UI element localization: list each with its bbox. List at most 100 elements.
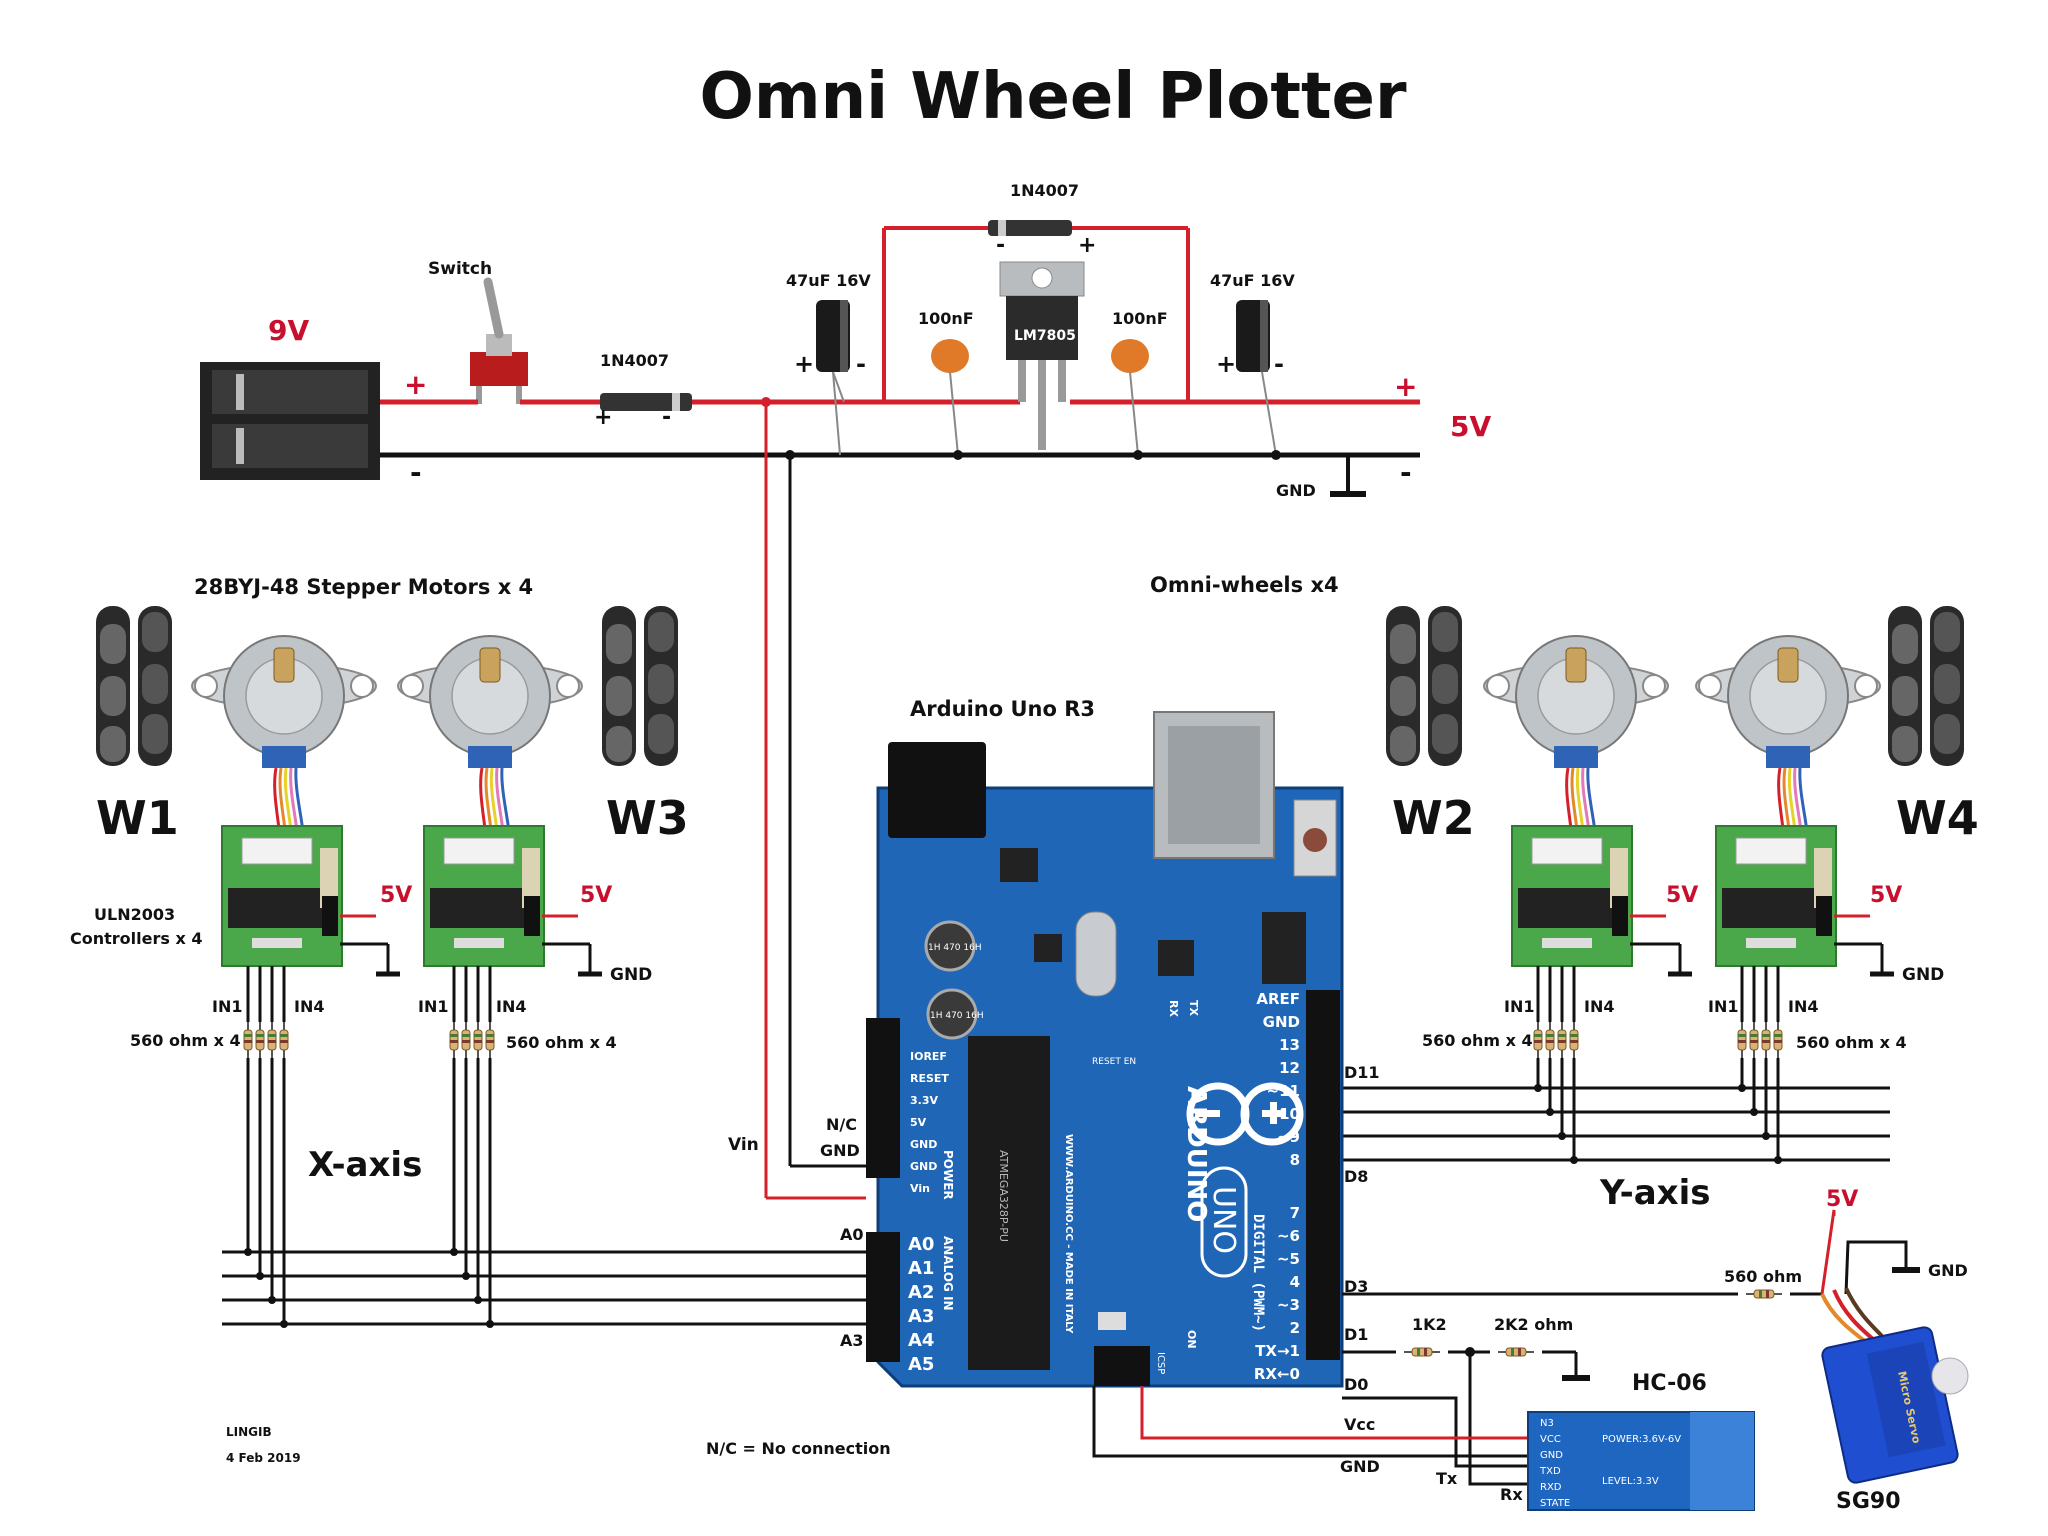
x-axis-label: X-axis <box>308 1145 422 1185</box>
bt-pin-label: VCC <box>1540 1434 1561 1445</box>
input-diode-plus: + <box>594 405 612 430</box>
omni-wheel-4 <box>1888 606 1964 766</box>
rx-led-label: RX <box>1167 1000 1180 1017</box>
omni-wheel-3 <box>602 606 678 766</box>
driver-2-in1: IN1 <box>1504 997 1534 1016</box>
input-diode-label: 1N4007 <box>600 351 669 370</box>
analog-pin-label: A4 <box>908 1330 934 1351</box>
digital-pin-label: ~9 <box>1277 1128 1300 1146</box>
wheel-label-w3: W3 <box>606 791 689 845</box>
servo-resistor-label: 560 ohm <box>1724 1267 1802 1286</box>
board-brand: ARDUINO <box>1181 1086 1211 1222</box>
driver-4-5v: 5V <box>1870 883 1902 908</box>
battery-minus: - <box>410 456 422 489</box>
tx-led-label: TX <box>1187 1000 1200 1017</box>
uln2003-driver-2 <box>1511 825 1633 967</box>
input-electrolytic-label: 47uF 16V <box>786 271 871 290</box>
output-cap-plus: + <box>1216 350 1236 378</box>
power-pin-label: GND <box>910 1138 937 1151</box>
uln2003-driver-4 <box>1715 825 1837 967</box>
d11-label: D11 <box>1344 1063 1380 1082</box>
power-pin-label: Vin <box>910 1182 930 1195</box>
input-diode-minus: - <box>662 405 671 430</box>
digital-pin-label: 13 <box>1279 1036 1300 1054</box>
input-cap-minus: - <box>856 350 866 378</box>
bypass-diode-label: 1N4007 <box>1010 181 1079 200</box>
nc-label: N/C <box>826 1115 857 1134</box>
stepper-motor-1 <box>191 635 377 769</box>
analog-pin-label: A5 <box>908 1354 934 1375</box>
bt-pin-label: TXD <box>1539 1466 1561 1477</box>
input-cap-plus: + <box>794 350 814 378</box>
hc06-pin-labels: N3 VCC GND TXD RXD STATE POWER:3.6V-6V L… <box>1539 1418 1681 1509</box>
y-axis-label: Y-axis <box>1599 1173 1711 1213</box>
analog-pin-labels: A0 A1 A2 A3 A4 A5 <box>908 1234 934 1375</box>
power-pin-labels: IOREF RESET 3.3V 5V GND GND Vin <box>910 1050 949 1195</box>
bt-pin-label: GND <box>1540 1450 1563 1461</box>
digital-pin-label: ~11 <box>1267 1082 1300 1100</box>
driver-3-in1: IN1 <box>418 997 448 1016</box>
digital-pin-label: 7 <box>1290 1204 1300 1222</box>
hc06-module <box>1527 1411 1755 1511</box>
driver-3-resistors-label: 560 ohm x 4 <box>506 1033 617 1052</box>
driver-1-5v: 5V <box>380 883 412 908</box>
analog-pin-label: A3 <box>908 1306 934 1327</box>
wheel-label-w1: W1 <box>96 791 179 845</box>
driver-2-in4: IN4 <box>1584 997 1614 1016</box>
voltage-regulator <box>999 261 1085 450</box>
wheel-label-w4: W4 <box>1896 791 1979 845</box>
sg90-servo <box>1821 1326 1969 1484</box>
a3-label: A3 <box>840 1331 864 1350</box>
omni-wheel-2 <box>1386 606 1462 766</box>
arduino-title: Arduino Uno R3 <box>910 697 1095 721</box>
digital-pin-label: 12 <box>1279 1059 1300 1077</box>
switch-label: Switch <box>428 259 492 279</box>
battery-pack <box>200 362 380 480</box>
analog-pin-label: A0 <box>908 1234 934 1255</box>
digital-pin-labels: AREF GND 13 12 ~11 ~10 ~9 8 7 ~6 ~5 4 ~3… <box>1254 990 1300 1383</box>
bypass-diode-plus: + <box>1078 233 1096 258</box>
driver-4-gnd: GND <box>1902 965 1944 985</box>
bt-tx-label: Tx <box>1436 1469 1458 1488</box>
author-label: LINGIB <box>226 1425 272 1439</box>
omni-wheel-1 <box>96 606 172 766</box>
capacitor-marking-2: 1H 470 16H <box>930 1011 984 1021</box>
digital-pin-label: ~6 <box>1277 1227 1300 1245</box>
positive-rail <box>380 226 1420 405</box>
digital-pin-label: AREF <box>1256 990 1300 1008</box>
vin-label: Vin <box>728 1135 759 1155</box>
input-ceramic-capacitor <box>931 339 969 460</box>
analog-pin-label: A1 <box>908 1258 934 1279</box>
driver-4-in1: IN1 <box>1708 997 1738 1016</box>
bt-vcc-label: Vcc <box>1344 1415 1375 1434</box>
rail-plus: + <box>1394 370 1417 403</box>
a0-label: A0 <box>840 1225 864 1244</box>
power-pin-label: RESET <box>910 1072 949 1085</box>
nc-note: N/C = No connection <box>706 1439 891 1458</box>
capacitor-marking-1: 1H 470 16H <box>928 943 982 953</box>
y-axis-bus <box>1342 1058 1890 1162</box>
rail-voltage: 5V <box>1450 410 1491 443</box>
power-pin-label: 3.3V <box>910 1094 938 1107</box>
bt-pin-label: RXD <box>1540 1482 1562 1493</box>
driver-3-in4: IN4 <box>496 997 526 1016</box>
wheel-label-w2: W2 <box>1392 791 1475 845</box>
icsp-label: ICSP <box>1155 1352 1166 1374</box>
bt-resistor-2-label: 2K2 ohm <box>1494 1315 1573 1334</box>
bypass-diode-minus: - <box>996 233 1005 258</box>
stepper-motors-title: 28BYJ-48 Stepper Motors x 4 <box>194 575 533 599</box>
servo-resistor <box>1745 1289 1783 1299</box>
bt-resistor-1-label: 1K2 <box>1412 1315 1447 1334</box>
digital-pin-label: 8 <box>1290 1151 1300 1169</box>
driver-4-in4: IN4 <box>1788 997 1818 1016</box>
digital-pin-label: TX→1 <box>1255 1342 1300 1360</box>
driver-label-line2: Controllers x 4 <box>70 929 202 948</box>
bt-resistor-1k2 <box>1403 1347 1441 1357</box>
output-cap-minus: - <box>1274 350 1284 378</box>
board-model: UNO <box>1206 1186 1241 1254</box>
arduino-gnd-label: GND <box>820 1141 860 1160</box>
driver-2-resistors-label: 560 ohm x 4 <box>1422 1031 1533 1050</box>
digital-header-label: DIGITAL (PWM~) <box>1250 1214 1266 1332</box>
digital-pin-label: ~10 <box>1267 1105 1300 1123</box>
stepper-motor-4 <box>1695 635 1881 769</box>
